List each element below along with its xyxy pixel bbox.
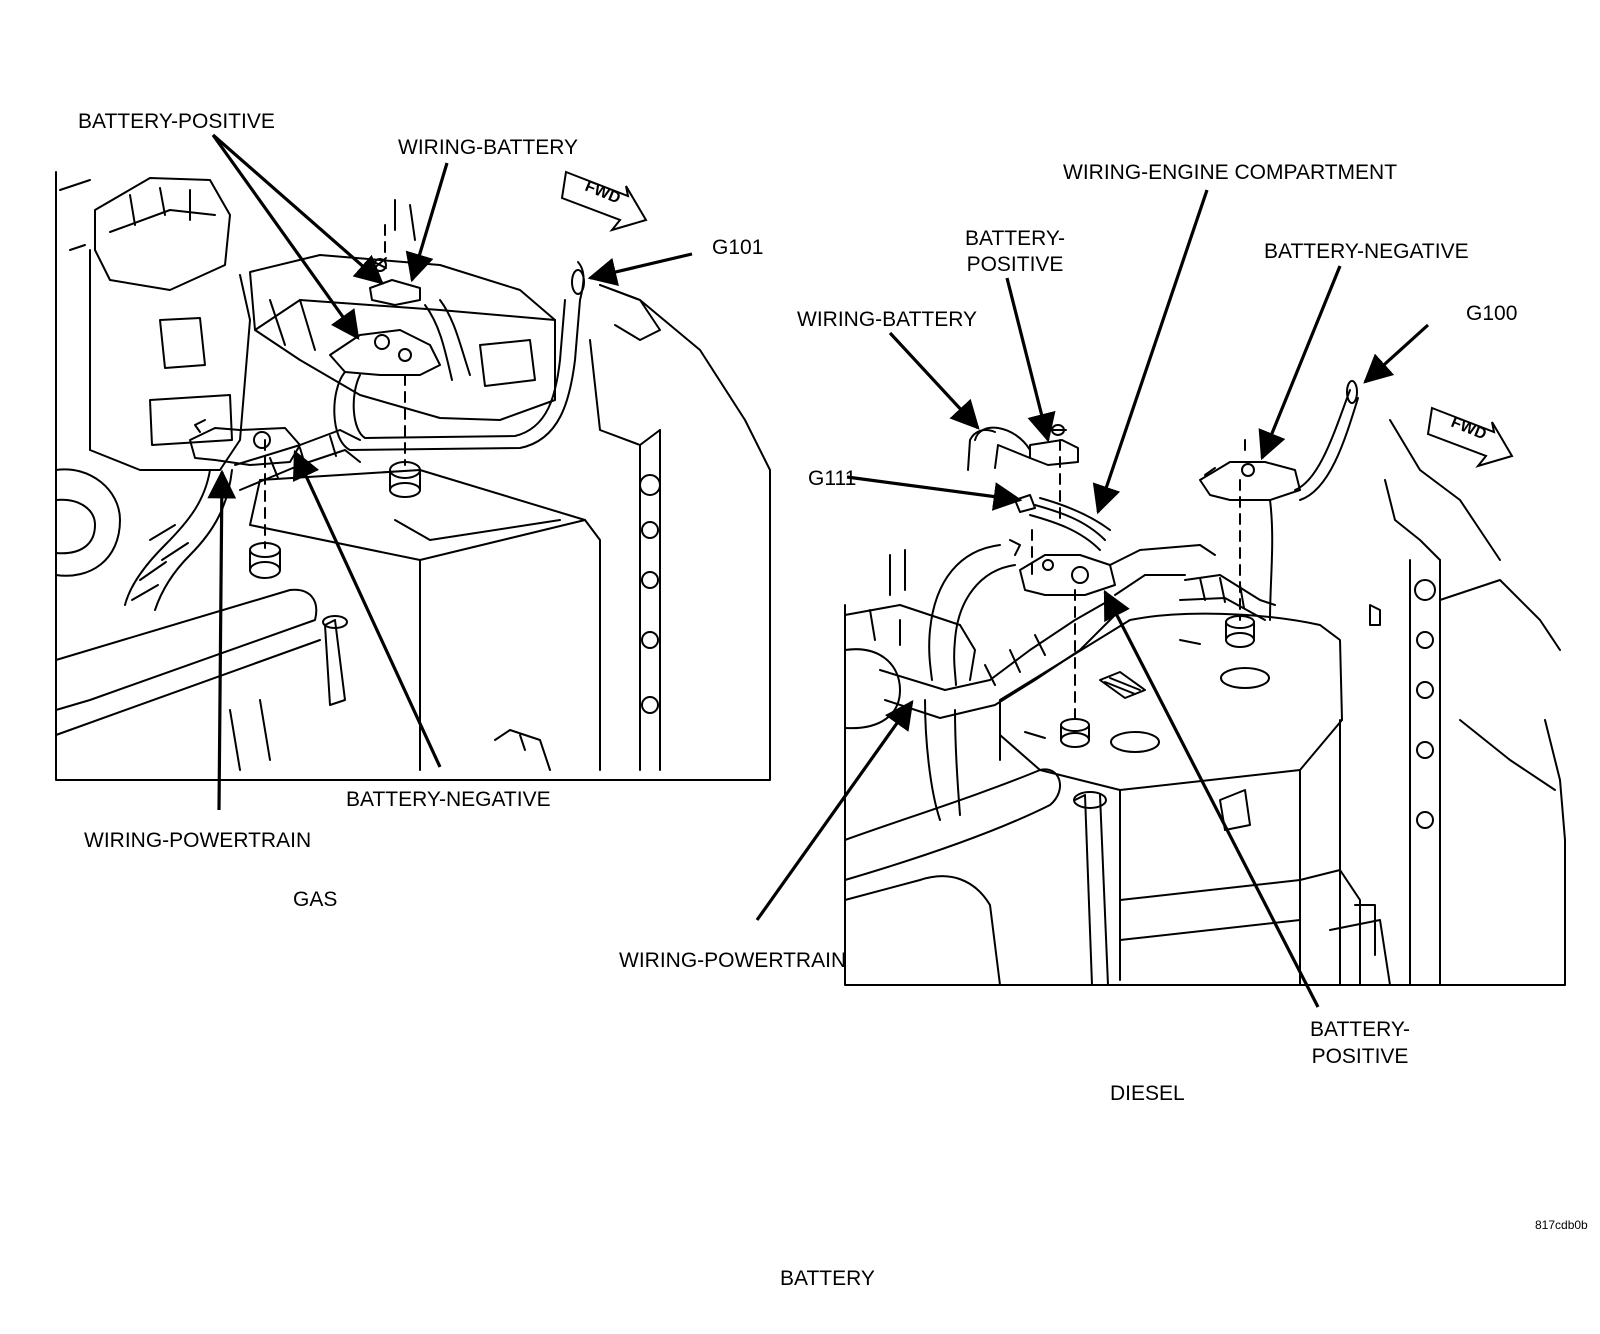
diesel-label-battery-negative: BATTERY-NEGATIVE [1264,240,1469,263]
gas-illustration [55,171,771,781]
diesel-leaders [755,189,1430,1008]
diesel-label-battery-positive-bottom-line2: POSITIVE [1311,1045,1409,1068]
leader-gas-battery-positive-a [211,133,384,285]
leader-diesel-g111 [846,475,1023,511]
diesel-label-g111: G111 [808,467,857,490]
fwd-arrow-gas: FWD [560,170,648,232]
leader-diesel-wiring-powertrain [755,700,914,921]
leader-diesel-wiring-engine-compartment [1092,189,1209,515]
figure-reference-code: 817cdb0b [1535,1218,1588,1232]
diesel-illustration [844,380,1566,986]
leader-diesel-battery-positive-bottom [1103,589,1320,1008]
figure-title: BATTERY [780,1267,875,1290]
gas-leaders [207,133,693,811]
diesel-label-battery-positive-top-line2: POSITIVE [966,253,1064,276]
leader-gas-wiring-battery [405,162,449,283]
leader-gas-wiring-powertrain [207,469,237,811]
leader-diesel-battery-negative [1258,265,1342,461]
gas-label-g101: G101 [712,236,764,259]
gas-label-battery-negative: BATTERY-NEGATIVE [346,788,551,811]
leader-gas-battery-positive-b [211,134,360,340]
gas-label-wiring-battery: WIRING-BATTERY [398,136,579,159]
diesel-label-wiring-battery: WIRING-BATTERY [797,308,978,331]
diesel-label-wiring-engine-compartment: WIRING-ENGINE COMPARTMENT [1063,161,1398,184]
diesel-label-battery-positive-top-line1: BATTERY- [965,227,1065,250]
diesel-caption: DIESEL [1110,1082,1185,1105]
leader-gas-battery-negative [292,449,442,768]
gas-label-battery-positive: BATTERY-POSITIVE [78,110,275,133]
diesel-label-g100: G100 [1466,302,1518,325]
leader-diesel-battery-positive-top [1005,277,1056,443]
leader-diesel-g100 [1363,323,1430,384]
leader-diesel-wiring-battery [888,331,980,430]
gas-label-wiring-powertrain: WIRING-POWERTRAIN [84,829,312,852]
fwd-arrow-diesel: FWD [1426,406,1514,468]
diesel-label-wiring-powertrain: WIRING-POWERTRAIN [619,949,847,972]
diesel-label-battery-positive-bottom-line1: BATTERY- [1310,1018,1410,1041]
leader-gas-g101 [587,252,693,286]
gas-caption: GAS [293,888,338,911]
